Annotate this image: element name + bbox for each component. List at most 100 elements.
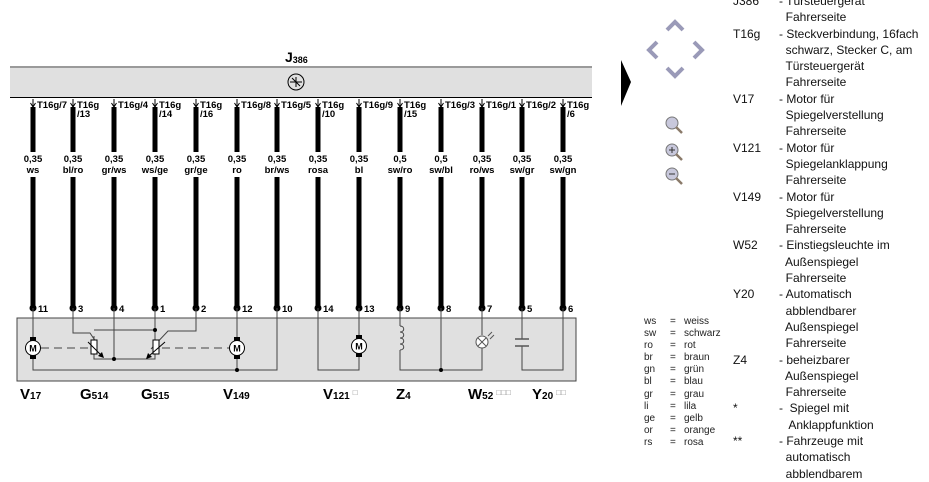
connector-label-line2: /16: [200, 109, 213, 120]
wire-color: sw/gn: [550, 165, 577, 176]
wire: [274, 107, 280, 152]
wire: [234, 107, 240, 152]
terminal-number: 4: [119, 304, 125, 315]
color-name: grau: [684, 388, 705, 400]
color-name: gelb: [684, 412, 703, 424]
wire-color: sw/ro: [388, 165, 413, 176]
wire: [356, 177, 362, 306]
g514-feed: [72, 308, 97, 343]
pin-arrow-icon: [315, 99, 321, 108]
wire-color: bl/ro: [63, 165, 84, 176]
legend-key: W52: [733, 238, 758, 253]
legend-description: Fahrerseite: [779, 336, 847, 351]
pin-arrow-icon: [234, 99, 240, 108]
wire-color: ws: [26, 165, 40, 176]
color-abbr: bl: [644, 376, 652, 388]
wire: [30, 107, 36, 152]
pin-arrow-icon: [111, 99, 117, 108]
junction-dot: [439, 368, 443, 372]
component-label: V149: [223, 386, 250, 403]
terminal-number: 11: [38, 304, 49, 315]
equals-sign: =: [670, 436, 676, 448]
wire-gauge: 0,35: [187, 154, 206, 165]
legend-description: Fahrerseite: [779, 385, 847, 400]
wire: [315, 177, 321, 306]
wire-color: rosa: [308, 165, 329, 176]
wire-color: ro/ws: [470, 165, 495, 176]
color-abbr: li: [644, 400, 649, 412]
wire-gauge: 0,35: [513, 154, 532, 165]
color-abbr: or: [644, 424, 653, 436]
pan-right-button[interactable]: [692, 40, 705, 60]
component-label: V121□: [323, 386, 358, 403]
terminal-number: 12: [242, 304, 253, 315]
wire: [356, 107, 362, 152]
legend-description: schwarz, Stecker C, am: [779, 42, 913, 57]
ecu-symbol-icon: [287, 73, 305, 91]
legend-description: Türsteuergerät: [779, 59, 865, 74]
wire-color: sw/bl: [429, 165, 453, 176]
internal-symbols: M M M: [25, 328, 529, 372]
equals-sign: =: [670, 388, 676, 400]
connector-label: T16g/8: [241, 100, 271, 111]
motor-v121-icon: M: [351, 335, 367, 357]
expand-panel-button[interactable]: [621, 60, 631, 106]
pin-arrow-icon: [479, 99, 485, 108]
pin-arrow-icon: [519, 99, 525, 108]
legend-description: Spiegelverstellung: [779, 108, 884, 123]
zoom-out-button[interactable]: [665, 167, 683, 185]
connector-label-line2: /10: [322, 109, 335, 120]
lamp-w52-icon: [475, 331, 495, 349]
control-unit-title: J386: [285, 49, 308, 65]
color-code-row: bl = blau: [644, 376, 721, 388]
color-name: grün: [684, 364, 705, 376]
legend-description: - Spiegel mit: [779, 401, 850, 416]
connector-label-line2: /6: [567, 109, 575, 120]
zoom-in-button[interactable]: [665, 143, 683, 161]
color-abbr: ge: [644, 412, 656, 424]
wire: [193, 177, 199, 306]
color-code-row: ge=gelb: [644, 413, 721, 425]
capacitor-y20-icon: [515, 338, 529, 347]
pin-arrow-icon: [274, 99, 280, 108]
color-code-row: gr=grau: [644, 389, 721, 401]
legend-entry: W52- Einstiegsleuchte im Außenspiegel Fa…: [733, 237, 929, 286]
svg-text:M: M: [233, 344, 241, 354]
legend-key: Y20: [733, 287, 755, 302]
legend-description: abblendbarem: [779, 466, 863, 481]
pin-arrow-icon: [356, 99, 362, 108]
wire: [479, 107, 485, 152]
color-name: schwarz: [684, 328, 721, 340]
motor-v149-icon: M: [229, 337, 245, 359]
wire: [519, 177, 525, 306]
color-abbr: sw: [644, 328, 657, 340]
zoom-button[interactable]: [665, 116, 683, 134]
potentiometer-g514-icon: [87, 339, 104, 358]
component-housing: [16, 317, 577, 382]
wire: [315, 107, 321, 152]
legend-entry: Z4- beheizbarer Außenspiegel Fahrerseite: [733, 352, 929, 401]
wire-gauge: 0,35: [473, 154, 492, 165]
pan-up-button[interactable]: [665, 19, 685, 32]
color-abbr: rs: [644, 436, 653, 448]
equals-sign: =: [670, 316, 676, 327]
legend-key: V121: [733, 140, 762, 155]
wire: [70, 107, 76, 152]
color-code-row: rs=rosa: [644, 437, 721, 449]
equals-sign: =: [670, 376, 676, 388]
pan-left-button[interactable]: [646, 40, 659, 60]
wire-gauge: 0,35: [105, 154, 124, 165]
pan-down-button[interactable]: [665, 66, 685, 79]
terminal-number: 1: [160, 304, 166, 315]
color-name: blau: [684, 376, 703, 388]
junction-dot: [153, 328, 157, 332]
legend-description: Außenspiegel: [779, 319, 859, 334]
terminal-number: 2: [201, 304, 206, 315]
